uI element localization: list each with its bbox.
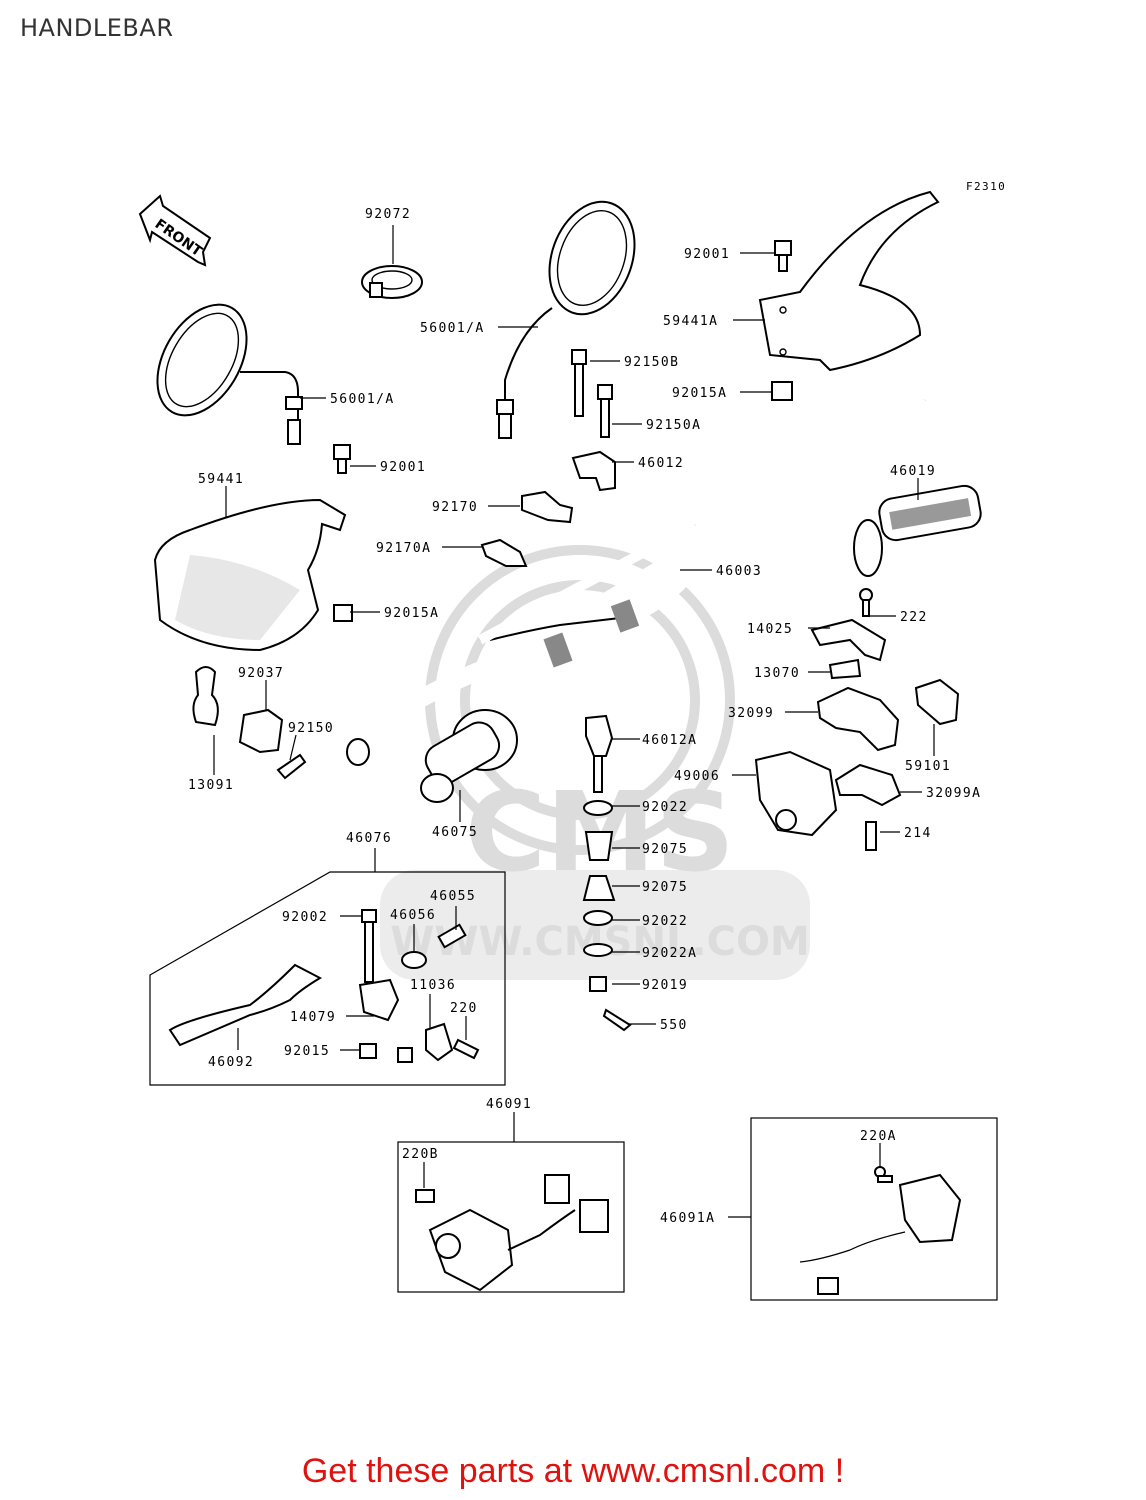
- callout-label: 59101: [905, 759, 951, 774]
- callout-label: 92002: [282, 910, 328, 925]
- callout-label: 13070: [754, 666, 800, 681]
- callout-label: 92022A: [642, 946, 697, 961]
- handlebar-icon: [344, 391, 929, 766]
- callout-label: 92150: [288, 721, 334, 736]
- left-switch-box: [397, 1141, 625, 1293]
- callout-label: 46076: [346, 831, 392, 846]
- callout-label: 222: [900, 610, 928, 625]
- callout-label: 46056: [390, 908, 436, 923]
- page-title: HANDLEBAR: [20, 14, 174, 42]
- clamp-ring-icon: [361, 265, 423, 299]
- callout-label: 11036: [410, 978, 456, 993]
- callout-label: 92015A: [672, 386, 727, 401]
- left-hand-guard-icon: [153, 498, 347, 652]
- callout-label: 49006: [674, 769, 720, 784]
- callout-label: 92075: [642, 842, 688, 857]
- callout-label: 92150A: [646, 418, 701, 433]
- promo-link-text[interactable]: Get these parts at www.cmsnl.com !: [301, 1452, 845, 1490]
- callout-label: 14079: [290, 1010, 336, 1025]
- callout-label: 32099: [728, 706, 774, 721]
- callout-label: 92072: [365, 207, 411, 222]
- callout-label: 32099A: [926, 786, 981, 801]
- callout-label: 59441: [198, 472, 244, 487]
- callout-label: 56001/A: [420, 321, 485, 336]
- callout-label: 46055: [430, 889, 476, 904]
- callout-label: 550: [660, 1018, 688, 1033]
- callout-label: 220: [450, 1001, 478, 1016]
- callout-label: 59441A: [663, 314, 718, 329]
- left-mirror-icon: [156, 303, 303, 445]
- leader-lines: [213, 225, 935, 1218]
- callout-label: 214: [904, 826, 932, 841]
- small-hardware-icons: [192, 240, 960, 1032]
- callout-label: 92022: [642, 914, 688, 929]
- right-mirror-icon: [496, 200, 636, 439]
- callout-label: 13091: [188, 778, 234, 793]
- callout-label: 46019: [890, 464, 936, 479]
- right-grip-icon: [853, 484, 982, 577]
- callout-label: 46091A: [660, 1211, 715, 1226]
- callout-label: 46012A: [642, 733, 697, 748]
- callout-label: 46003: [716, 564, 762, 579]
- callout-label: 92001: [380, 460, 426, 475]
- callout-label: 46075: [432, 825, 478, 840]
- callout-label: 46091: [486, 1097, 532, 1112]
- callout-label: 14025: [747, 622, 793, 637]
- callout-label: 92001: [684, 247, 730, 262]
- callout-label: 46092: [208, 1055, 254, 1070]
- promo-link[interactable]: Get these parts at www.cmsnl.com !: [0, 1452, 1146, 1491]
- callout-label: 220B: [402, 1147, 439, 1162]
- callout-label: 92075: [642, 880, 688, 895]
- callout-label: 92022: [642, 800, 688, 815]
- callout-label: 92170A: [376, 541, 431, 556]
- callout-label: 46012: [638, 456, 684, 471]
- callout-label: 92150B: [624, 355, 679, 370]
- callout-label: 56001/A: [330, 392, 395, 407]
- callout-label: 92019: [642, 978, 688, 993]
- left-grip-icon: [420, 709, 518, 803]
- callout-label: 92015: [284, 1044, 330, 1059]
- callout-label: 92037: [238, 666, 284, 681]
- front-arrow-icon: FRONT: [138, 194, 212, 267]
- callout-label: 92015A: [384, 606, 439, 621]
- right-hand-guard-icon: [758, 190, 940, 372]
- right-switch-box: [750, 1117, 998, 1301]
- callout-label: 92170: [432, 500, 478, 515]
- figure-code: F2310: [966, 180, 1006, 193]
- callout-labels: 92072 56001/A 56001/A 92001 59441A 92150…: [188, 207, 981, 1226]
- callout-label: 220A: [860, 1129, 897, 1144]
